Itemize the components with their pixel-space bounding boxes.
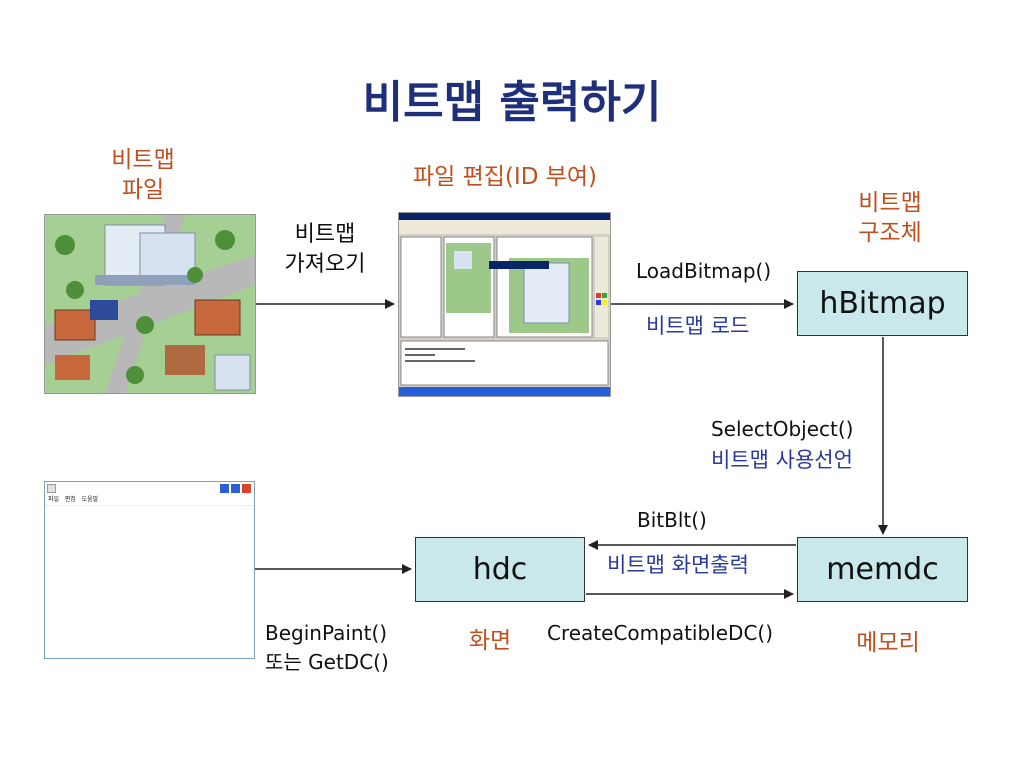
createcompatibledc-label: CreateCompatibleDC() — [547, 621, 774, 645]
beginpaint-label-line2: 또는 GetDC() — [265, 650, 389, 674]
memory-label: 메모리 — [856, 630, 920, 656]
bitmap-struct-label: 비트맵 구조체 — [840, 188, 940, 248]
bitblt-label: BitBlt() — [637, 508, 707, 532]
bitmap-struct-label-line2: 구조체 — [858, 220, 922, 246]
bitmap-use-label: 비트맵 사용선언 — [711, 448, 853, 472]
bitmap-file-image — [44, 214, 256, 394]
loadbitmap-label: LoadBitmap() — [636, 259, 772, 283]
menu-item-file[interactable]: 파일 — [48, 496, 60, 503]
menu-item-edit[interactable]: 편집 — [64, 496, 76, 503]
bitmap-file-label-line1: 비트맵 — [111, 147, 175, 173]
memdc-box: memdc — [797, 537, 968, 602]
ide-screenshot-image — [398, 212, 611, 397]
page-title: 비트맵 출력하기 — [362, 77, 662, 128]
minimize-icon[interactable] — [219, 483, 230, 494]
close-icon[interactable] — [241, 483, 252, 494]
city-illustration-icon — [45, 215, 255, 393]
maximize-icon[interactable] — [230, 483, 241, 494]
get-bitmap-label-line1: 비트맵 — [294, 222, 356, 247]
bitmap-screen-out-label: 비트맵 화면출력 — [607, 553, 749, 577]
bitmap-load-label: 비트맵 로드 — [646, 314, 750, 338]
get-bitmap-label: 비트맵 가져오기 — [270, 220, 380, 280]
file-edit-label: 파일 편집(ID 부여) — [412, 164, 598, 190]
selectobject-label: SelectObject() — [711, 417, 854, 441]
app-window-image: 파일 편집 도움말 — [44, 481, 255, 659]
bitmap-struct-label-line1: 비트맵 — [858, 190, 922, 216]
menu-item-help[interactable]: 도움말 — [81, 496, 99, 503]
beginpaint-label: BeginPaint() 또는 GetDC() — [265, 619, 389, 677]
window-titlebar — [45, 482, 254, 495]
screen-label: 화면 — [468, 628, 512, 654]
beginpaint-label-line1: BeginPaint() — [265, 621, 388, 645]
ide-editor-icon — [399, 213, 610, 396]
hbitmap-box: hBitmap — [797, 271, 968, 336]
hdc-box: hdc — [415, 537, 585, 602]
get-bitmap-label-line2: 가져오기 — [284, 252, 366, 277]
bitmap-file-label: 비트맵 파일 — [98, 145, 188, 205]
window-app-icon — [47, 484, 56, 493]
window-menubar: 파일 편집 도움말 — [45, 495, 254, 506]
bitmap-file-label-line2: 파일 — [121, 177, 165, 203]
